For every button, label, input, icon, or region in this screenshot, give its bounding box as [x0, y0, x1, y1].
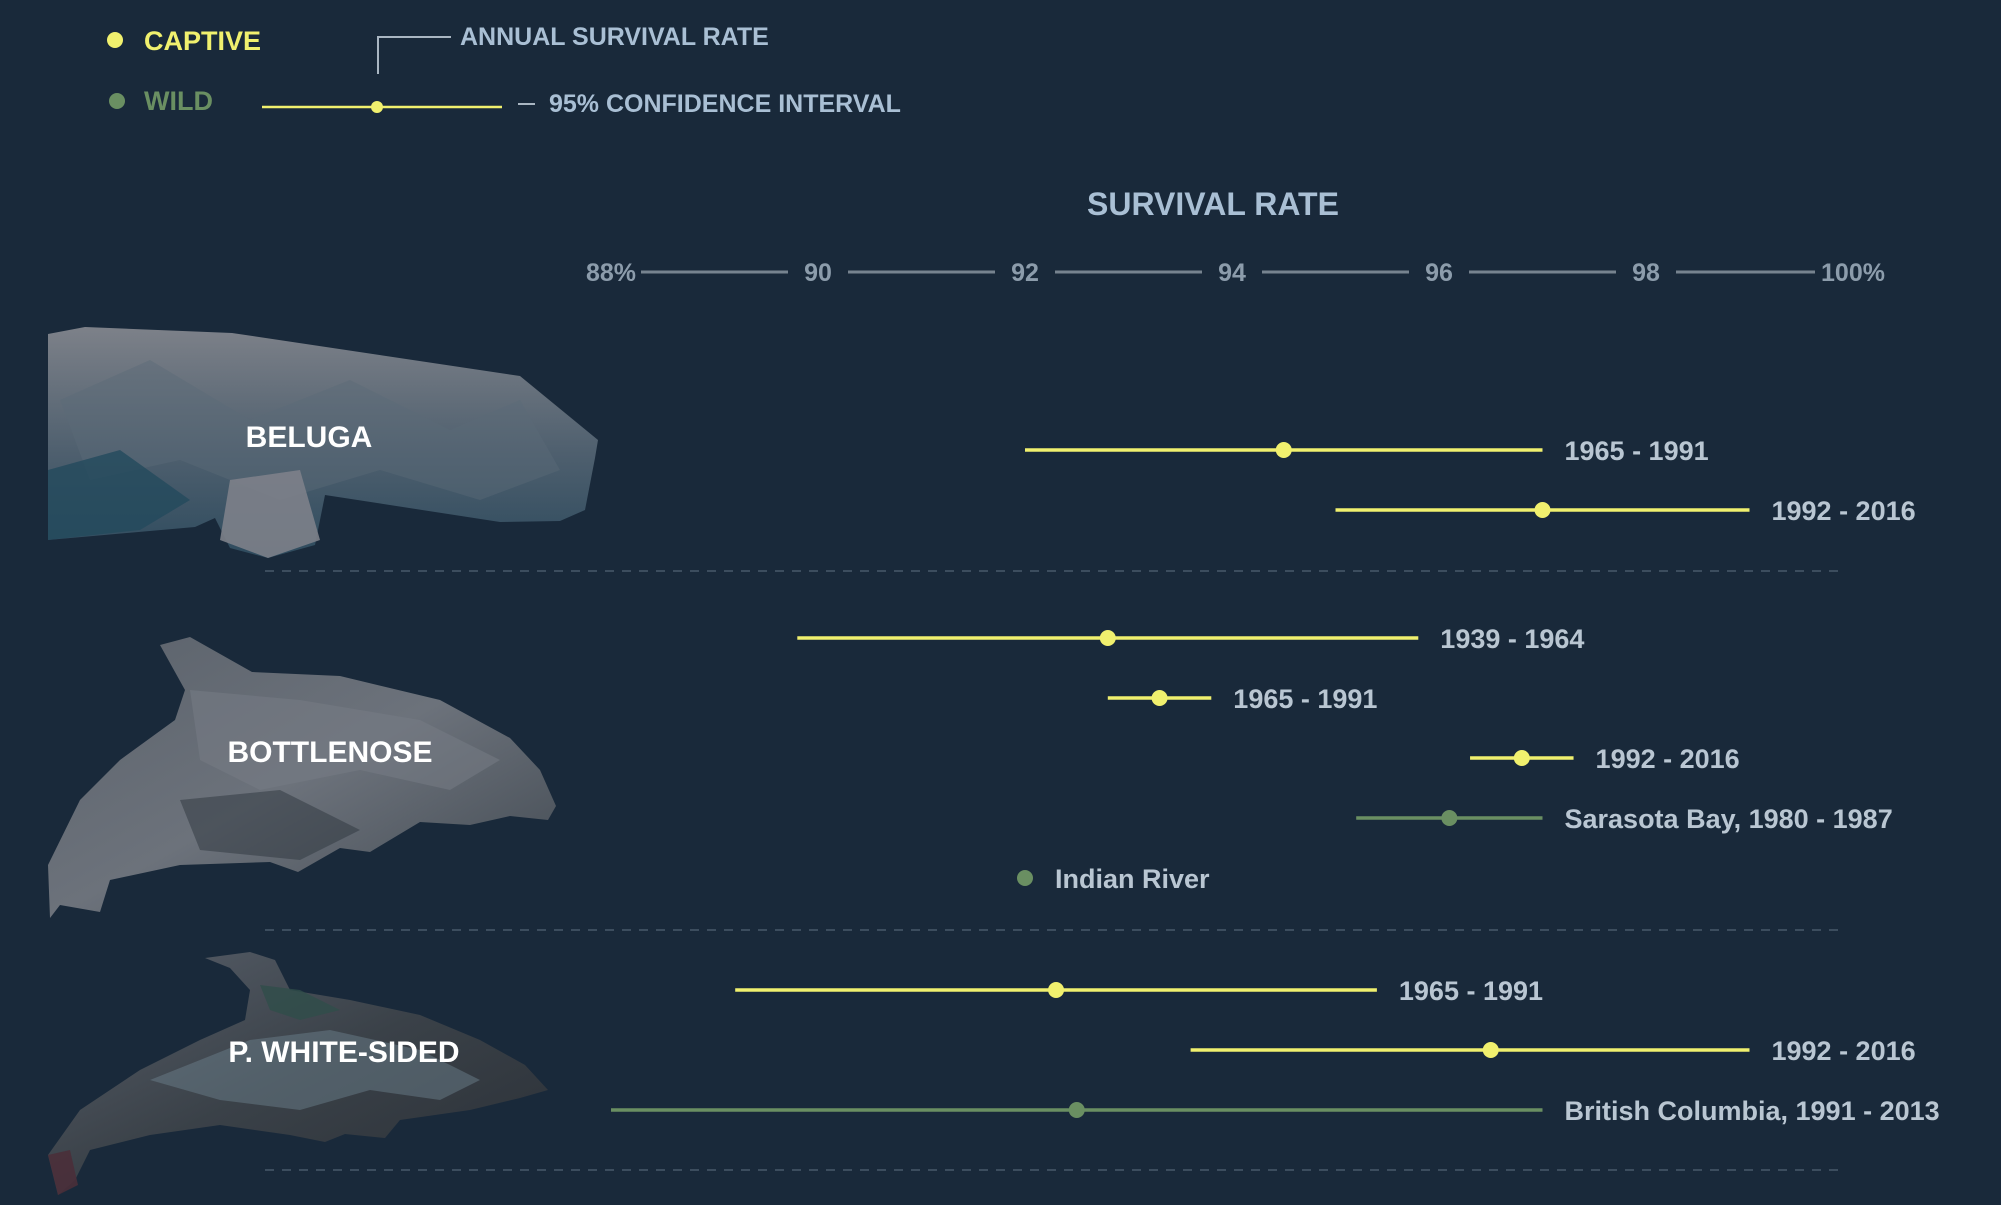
x-tick-label: 92 [1011, 259, 1039, 287]
survival-rate-point [1275, 442, 1292, 458]
chart-title: SURVIVAL RATE [1087, 186, 1339, 222]
legend: CAPTIVE WILD ANNUAL SURVIVAL RATE 95% CO… [107, 23, 901, 118]
captive-legend-dot [107, 32, 123, 48]
survival-rate-point [1151, 690, 1168, 706]
captive-legend-label: CAPTIVE [144, 26, 261, 56]
row-label: Sarasota Bay, 1980 - 1987 [1565, 804, 1893, 834]
survival-rate-point [1534, 502, 1551, 518]
row-label: 1939 - 1964 [1440, 624, 1584, 654]
animal-label-beluga: BELUGA [246, 421, 373, 454]
x-tick-label: 96 [1425, 259, 1453, 287]
animal-label-white-sided: P. WHITE-SIDED [228, 1036, 459, 1069]
survival-rate-point [1482, 1042, 1499, 1058]
x-tick-label: 100% [1821, 259, 1885, 287]
row-label: 1965 - 1991 [1233, 684, 1377, 714]
animal-label-bottlenose: BOTTLENOSE [227, 736, 432, 769]
row-label: 1992 - 2016 [1772, 1036, 1916, 1066]
wild-legend-dot [109, 93, 125, 109]
x-tick-label: 98 [1632, 259, 1660, 287]
row-label: 1965 - 1991 [1399, 976, 1543, 1006]
survival-rate-point [1513, 750, 1530, 766]
row-label: 1965 - 1991 [1565, 436, 1709, 466]
point-callout-label: ANNUAL SURVIVAL RATE [460, 23, 769, 51]
row-label: British Columbia, 1991 - 2013 [1565, 1096, 1940, 1126]
wild-legend-label: WILD [144, 86, 213, 116]
survival-rate-point [1017, 870, 1033, 886]
legend-ci-point [371, 101, 383, 113]
point-callout-line [377, 36, 451, 74]
x-tick-label: 88% [586, 259, 636, 287]
row-label: 1992 - 2016 [1596, 744, 1740, 774]
survival-rate-point [1048, 982, 1065, 998]
beluga-icon [48, 327, 598, 558]
white-sided-dolphin-icon [48, 952, 548, 1195]
survival-rate-point [1441, 810, 1458, 826]
row-label: Indian River [1055, 864, 1210, 894]
row-label: 1992 - 2016 [1772, 496, 1916, 526]
x-tick-label: 90 [804, 259, 832, 287]
bottlenose-dolphin-icon [48, 637, 556, 918]
ci-callout-label: 95% CONFIDENCE INTERVAL [549, 90, 901, 118]
data-marks: 1965 - 1991 1992 - 2016 1939 - 1964 1965 - … [611, 436, 1940, 1126]
survival-rate-point [1099, 630, 1116, 646]
survival-rate-point [1068, 1102, 1085, 1118]
x-axis: 88% 90 92 94 96 98 100% [586, 259, 1885, 287]
x-tick-label: 94 [1218, 259, 1246, 287]
